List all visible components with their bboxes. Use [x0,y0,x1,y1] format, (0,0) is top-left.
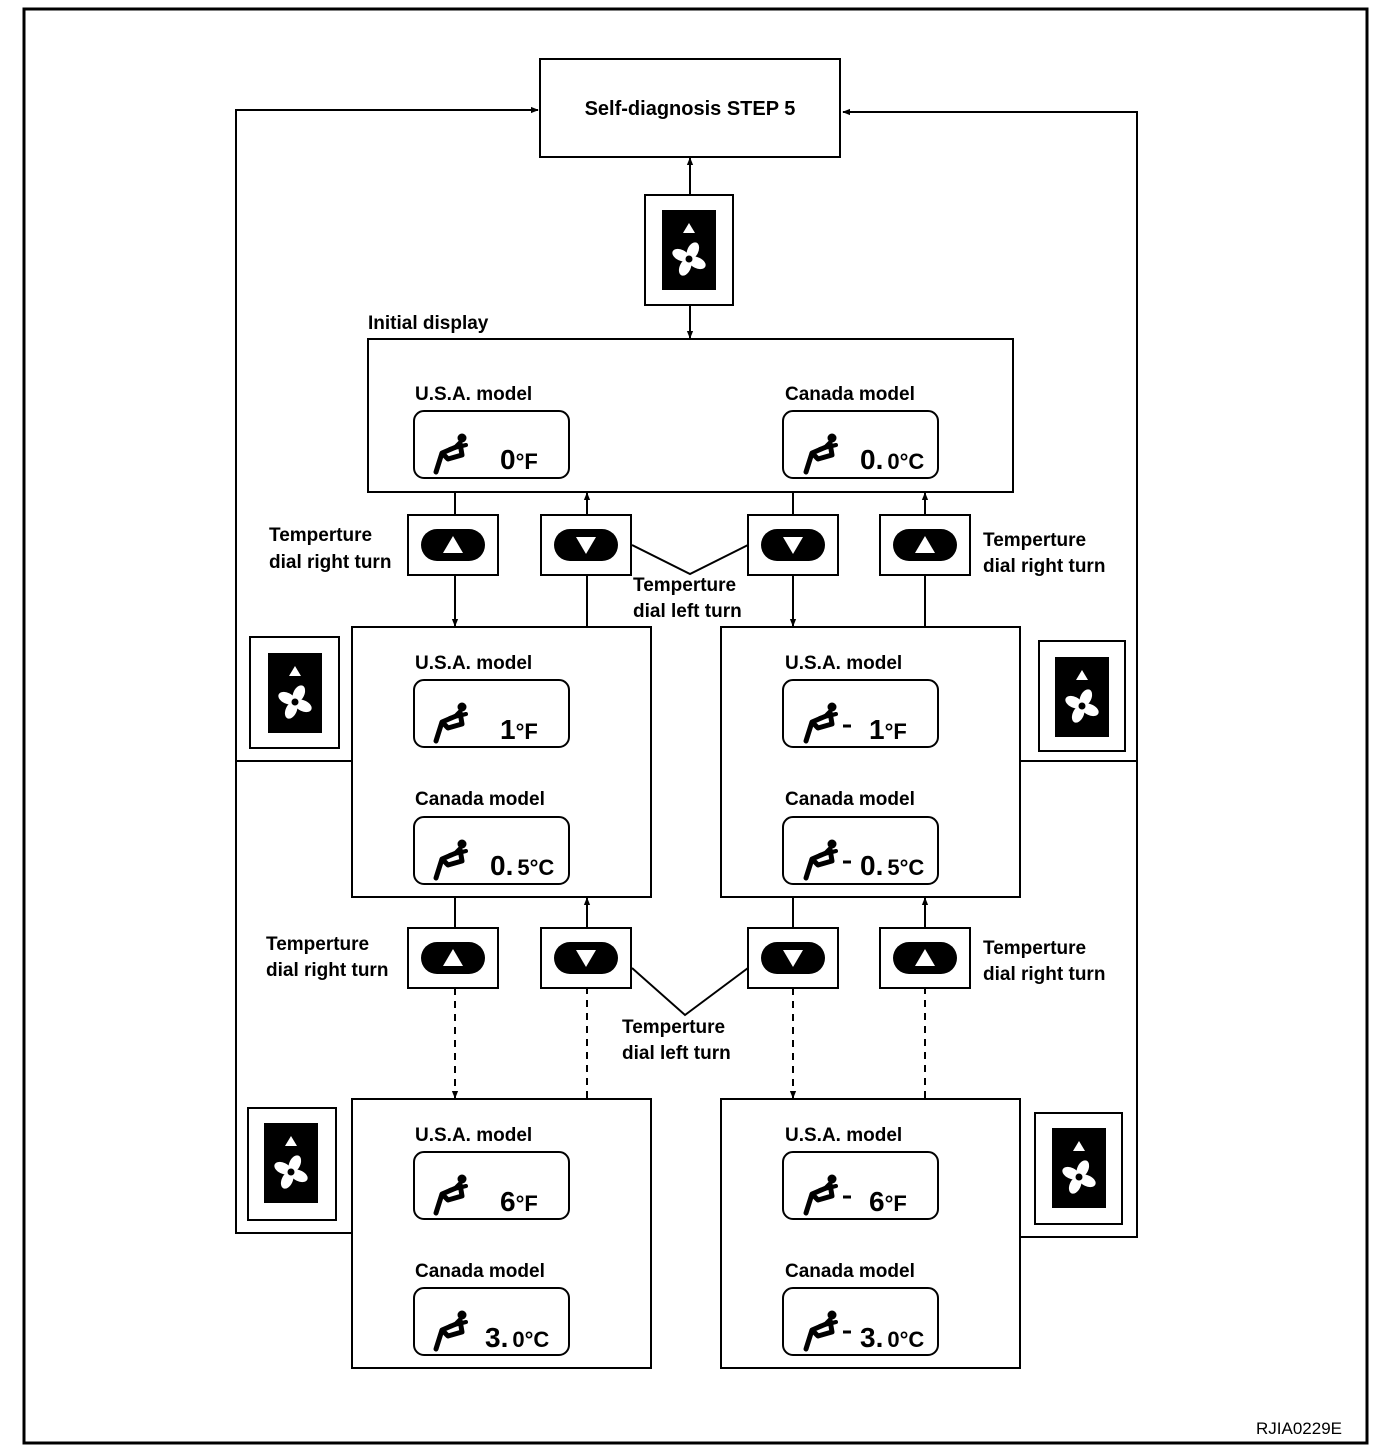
lcd-display [413,1287,570,1356]
lcd-display [782,1287,939,1356]
temp-down-button-icon[interactable] [540,514,632,576]
model-label-usa: U.S.A. model [415,1125,532,1146]
display-value: 0.5°C [860,850,924,881]
display-value: 6°F [869,1186,907,1217]
initial-display-label: Initial display [368,313,489,334]
lcd-display [413,410,570,479]
display-value: 6°F [500,1186,538,1217]
model-label-usa: U.S.A. model [785,653,902,674]
outer-frame [22,7,1369,1445]
temp-up-button-icon[interactable] [407,514,499,576]
diagram-title: Self-diagnosis STEP 5 [585,98,796,120]
model-label-canada: Canada model [415,1261,545,1282]
dashed-connectors [451,988,926,1099]
temp-down-button-icon[interactable] [747,927,839,989]
temp-up-button-icon[interactable] [879,927,971,989]
model-label-usa: U.S.A. model [415,653,532,674]
lcd-display [413,816,570,885]
model-label-canada: Canada model [785,1261,915,1282]
figure-code: RJIA0229E [1256,1419,1342,1438]
lcd-display [782,679,939,748]
temp-up-button-icon[interactable] [879,514,971,576]
display-value: 1°F [869,714,907,745]
lcd-display [782,1151,939,1220]
model-label-usa: U.S.A. model [785,1125,902,1146]
lcd-display [413,1151,570,1220]
lcd-display [782,410,939,479]
fan-button-icon [268,653,322,733]
connectors [235,106,1138,1238]
fan-button-icon [662,210,716,290]
lcd-display [782,816,939,885]
display-value: 0.5°C [490,850,554,881]
display-value: 1°F [500,714,538,745]
model-label-usa: U.S.A. model [415,384,532,405]
fan-button-icon [1052,1128,1106,1208]
model-label-canada: Canada model [785,384,915,405]
display-value: 0.0°C [860,444,924,475]
temp-down-button-icon[interactable] [540,927,632,989]
fan-button-icon [1055,657,1109,737]
temp-down-button-icon[interactable] [747,514,839,576]
model-label-canada: Canada model [415,789,545,810]
temp-up-button-icon[interactable] [407,927,499,989]
display-value: 3.0°C [860,1322,924,1353]
display-value: 0°F [500,444,538,475]
lcd-display [413,679,570,748]
fan-button-icon [264,1123,318,1203]
display-value: 3.0°C [485,1322,549,1353]
title-box [539,58,841,158]
model-label-canada: Canada model [785,789,915,810]
